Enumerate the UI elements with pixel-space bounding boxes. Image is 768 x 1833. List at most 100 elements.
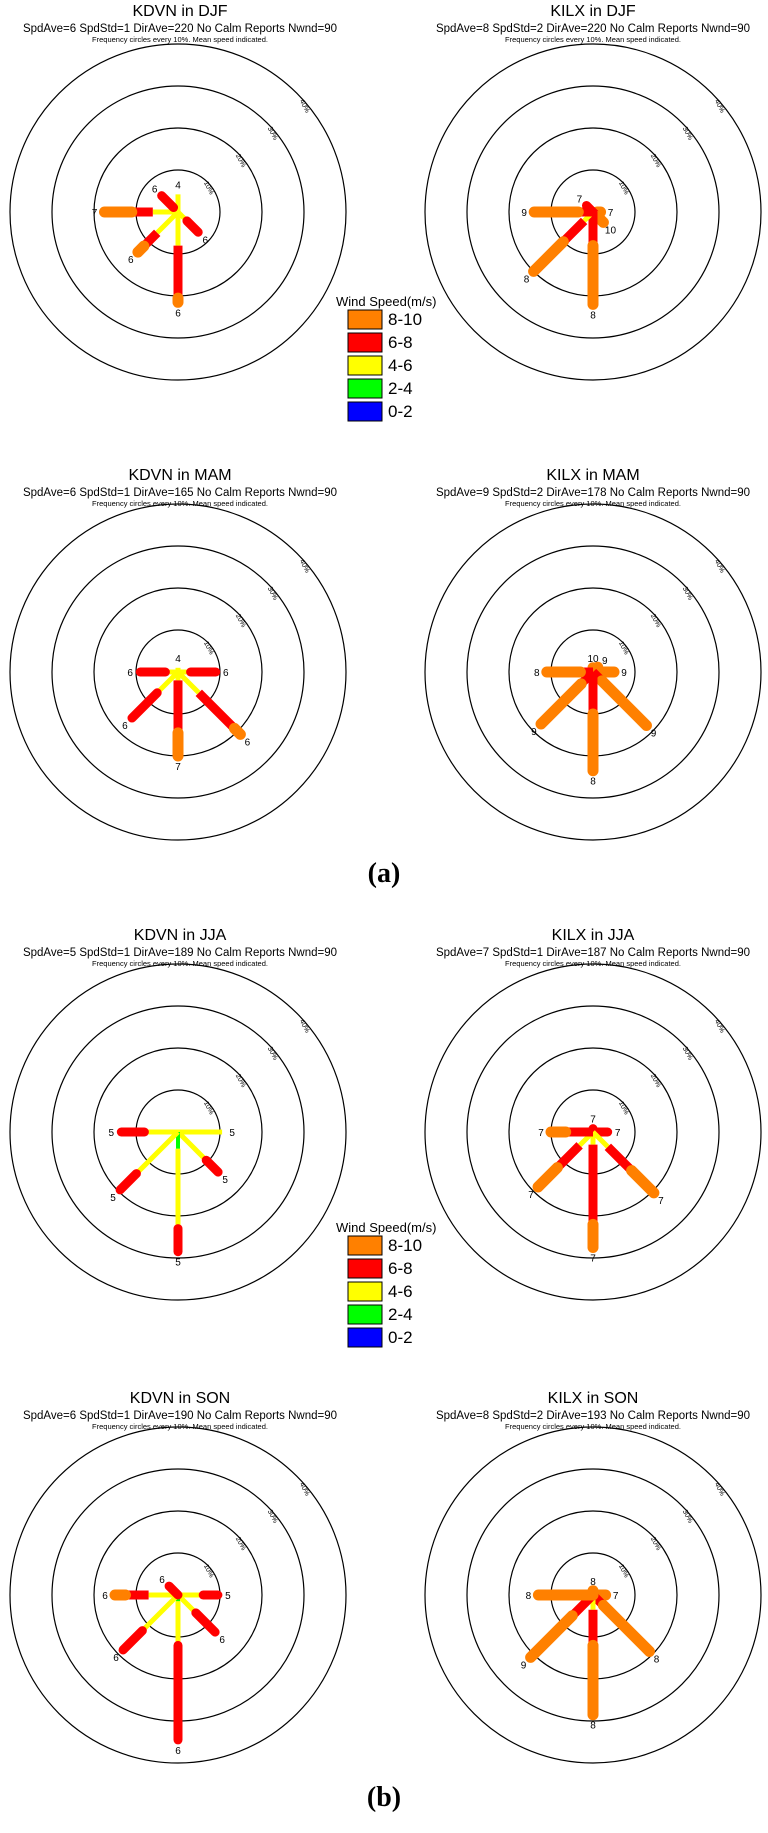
mean-speed-label: 10 [605, 225, 617, 236]
mean-speed-label: 7 [528, 1190, 534, 1201]
frequency-circle-40 [424, 1426, 762, 1764]
frequency-circle-30 [466, 85, 720, 339]
ring-label: 30% [681, 586, 694, 602]
mean-speed-label: 7 [613, 1591, 619, 1602]
ring-label: 20% [234, 1536, 247, 1552]
spoke-segment [604, 1143, 635, 1174]
spoke-segment [228, 722, 246, 740]
ring-label: 30% [266, 1046, 279, 1062]
legend-label: 8-10 [388, 310, 422, 329]
legend-label: 0-2 [388, 402, 413, 421]
spoke-segment [164, 1581, 183, 1600]
spoke-segment [201, 1155, 223, 1177]
rose-note: Frequency circles every 10%. Mean speed … [92, 35, 268, 44]
ring-label: 30% [266, 586, 279, 602]
mean-speed-label: 6 [202, 235, 208, 246]
legend-label: 4-6 [388, 1282, 413, 1301]
legend-label: 0-2 [388, 1328, 413, 1347]
mean-speed-label: 7 [538, 1128, 544, 1139]
legend-title: Wind Speed(m/s) [336, 294, 436, 309]
mean-speed-label: 7 [92, 208, 98, 219]
legend-swatch-2-4 [347, 378, 383, 399]
spoke-segment [132, 240, 150, 258]
spoke-segment [155, 210, 180, 235]
mean-speed-label: 7 [577, 194, 583, 205]
mean-speed-label: 7 [175, 762, 181, 773]
ring-label: 10% [617, 1563, 630, 1579]
panel-label-b: (b) [366, 1782, 402, 1813]
rose-stats: SpdAve=8 SpdStd=2 DirAve=220 No Calm Rep… [436, 23, 750, 35]
mean-speed-label: 9 [621, 668, 627, 679]
legend-swatch-4-6 [347, 1281, 383, 1302]
frequency-circle-40 [9, 503, 347, 841]
mean-speed-label: 6 [122, 721, 128, 732]
rose-title: KDVN in SON [130, 1390, 230, 1407]
mean-speed-label: 9 [521, 208, 527, 219]
ring-label: 40% [713, 1482, 726, 1498]
spoke-segment [182, 216, 203, 237]
mean-speed-label: 5 [175, 1258, 181, 1269]
mean-speed-label: 6 [128, 255, 134, 266]
spoke-segment [157, 191, 179, 213]
ring-label: 10% [617, 180, 630, 196]
rose-stats: SpdAve=8 SpdStd=2 DirAve=193 No Calm Rep… [436, 1410, 750, 1422]
legend-swatch-2-4 [347, 1304, 383, 1325]
mean-speed-label: 9 [521, 1660, 527, 1671]
spoke-segment [176, 1130, 208, 1162]
spoke-segment [591, 210, 609, 228]
frequency-circle-40 [424, 503, 762, 841]
mean-speed-label: 6 [113, 1653, 119, 1664]
spoke-segment [155, 670, 180, 695]
mean-speed-label: 5 [110, 1193, 116, 1204]
mean-speed-label: 8 [590, 777, 596, 788]
ring-label: 20% [649, 613, 662, 629]
ring-label: 10% [202, 180, 215, 196]
legend-label: 4-6 [388, 356, 413, 375]
ring-label: 20% [649, 1536, 662, 1552]
rose-stats: SpdAve=9 SpdStd=2 DirAve=178 No Calm Rep… [436, 487, 750, 499]
ring-label: 10% [202, 1563, 215, 1579]
ring-label: 10% [617, 1100, 630, 1116]
rose-stats: SpdAve=6 SpdStd=1 DirAve=220 No Calm Rep… [23, 23, 337, 35]
mean-speed-label: 7 [615, 1128, 621, 1139]
spoke-segment [127, 688, 162, 723]
mean-speed-label: 8 [590, 1577, 596, 1588]
legend-label: 2-4 [388, 1305, 413, 1324]
ring-label: 40% [713, 99, 726, 115]
mean-speed-label: 9 [651, 729, 657, 740]
wind-speed-legend-b: Wind Speed(m/s)8-106-84-62-40-2 [336, 1220, 436, 1348]
rose-stats: SpdAve=6 SpdStd=1 DirAve=165 No Calm Rep… [23, 487, 337, 499]
mean-speed-label: 8 [534, 668, 540, 679]
mean-speed-label: 6 [127, 668, 133, 679]
rose-stats: SpdAve=5 SpdStd=1 DirAve=189 No Calm Rep… [23, 947, 337, 959]
spoke-segment [195, 689, 238, 732]
mean-speed-label: 6 [102, 1591, 108, 1602]
legend-label: 6-8 [388, 333, 413, 352]
spoke-segment [528, 236, 569, 277]
ring-label: 40% [298, 99, 311, 115]
rose-title: KILX in JJA [552, 927, 635, 944]
mean-speed-label: 5 [225, 1591, 231, 1602]
mean-speed-label: 8 [524, 274, 530, 285]
frequency-circle-30 [51, 545, 305, 799]
spoke-segment [134, 1130, 180, 1176]
ring-label: 40% [713, 1019, 726, 1035]
ring-label: 20% [649, 153, 662, 169]
spoke-segment [626, 1165, 660, 1199]
ring-label: 20% [234, 1073, 247, 1089]
mean-speed-label: 8 [654, 1654, 660, 1665]
frequency-circle-30 [466, 1468, 720, 1722]
mean-speed-label: 6 [245, 737, 251, 748]
rose-note: Frequency circles every 10%. Mean speed … [505, 35, 681, 44]
spoke-segment [597, 1599, 655, 1657]
spoke-segment [176, 670, 201, 695]
ring-label: 20% [649, 1073, 662, 1089]
ring-label: 10% [202, 1100, 215, 1116]
ring-label: 30% [266, 1509, 279, 1525]
